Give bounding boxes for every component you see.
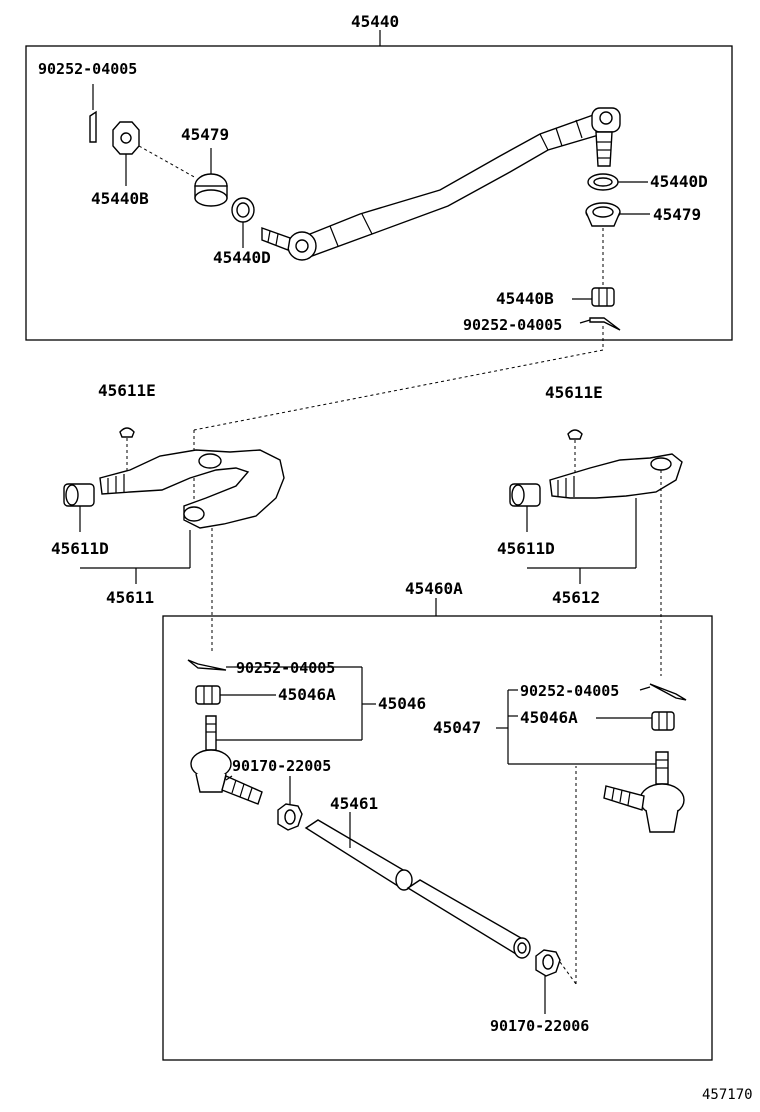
label-nut-right: 45440B xyxy=(496,289,554,308)
plug-right xyxy=(567,429,583,480)
label-plug-right: 45611E xyxy=(545,383,603,402)
castle-nut-top-left xyxy=(112,121,140,186)
label-cotter-pin-top-left: 90252-04005 xyxy=(38,60,138,78)
tie-rod-assembly-frame xyxy=(25,45,733,341)
label-ring-left: 45440D xyxy=(213,248,271,267)
label-bushing-right: 45611D xyxy=(497,539,555,558)
ring-left xyxy=(231,197,255,248)
bushing-left xyxy=(63,483,95,532)
label-cotter-pin-bottom-left: 90252-04005 xyxy=(236,659,336,677)
label-plug-left: 45611E xyxy=(98,381,156,400)
label-clamp-right: 90170-22006 xyxy=(490,1017,590,1035)
clamp-nut-left xyxy=(277,776,303,831)
label-nut-left: 45440B xyxy=(91,189,149,208)
bushing-right xyxy=(509,483,541,532)
label-seal-right: 45479 xyxy=(653,205,702,224)
label-nut-bottom-left: 45046A xyxy=(278,685,336,704)
idler-arm-right xyxy=(527,453,683,584)
adjusting-tube xyxy=(304,812,531,959)
castle-nut-right xyxy=(572,287,615,307)
dust-seal-left xyxy=(194,148,228,207)
label-seal-left: 45479 xyxy=(181,125,230,144)
label-assembly-bottom: 45460A xyxy=(405,579,463,598)
tie-rod-end-right xyxy=(603,751,685,833)
label-nut-bottom-right: 45046A xyxy=(520,708,578,727)
cotter-pin-top-left xyxy=(89,84,97,143)
label-assembly-top: 45440 xyxy=(351,12,400,31)
label-tube: 45461 xyxy=(330,794,379,813)
label-cotter-pin-right: 90252-04005 xyxy=(463,316,563,334)
tie-rod-end-left xyxy=(190,715,263,805)
label-bushing-left: 45611D xyxy=(51,539,109,558)
label-cotter-pin-bottom-right: 90252-04005 xyxy=(520,682,620,700)
label-arm-left: 45611 xyxy=(106,588,155,607)
dust-seal-right xyxy=(585,202,650,227)
relay-rod-assembly-frame xyxy=(162,615,713,1061)
label-ring-right: 45440D xyxy=(650,172,708,191)
idler-arm-left xyxy=(80,449,285,584)
cotter-pin-bottom-right xyxy=(639,683,687,701)
label-arm-right: 45612 xyxy=(552,588,601,607)
plug-left xyxy=(119,427,135,476)
cotter-pin-bottom-left xyxy=(187,659,234,671)
cotter-pin-right xyxy=(579,317,621,331)
castle-nut-bottom-right xyxy=(651,711,675,731)
castle-nut-bottom-left xyxy=(195,685,276,705)
label-end-left: 45046 xyxy=(378,694,427,713)
page-code: 457170 xyxy=(702,1087,753,1103)
label-end-right: 45047 xyxy=(433,718,482,737)
ring-right xyxy=(587,173,648,191)
label-clamp-left: 90170-22005 xyxy=(232,757,332,775)
clamp-nut-right xyxy=(535,949,561,1014)
tie-rod-bar xyxy=(261,107,621,261)
